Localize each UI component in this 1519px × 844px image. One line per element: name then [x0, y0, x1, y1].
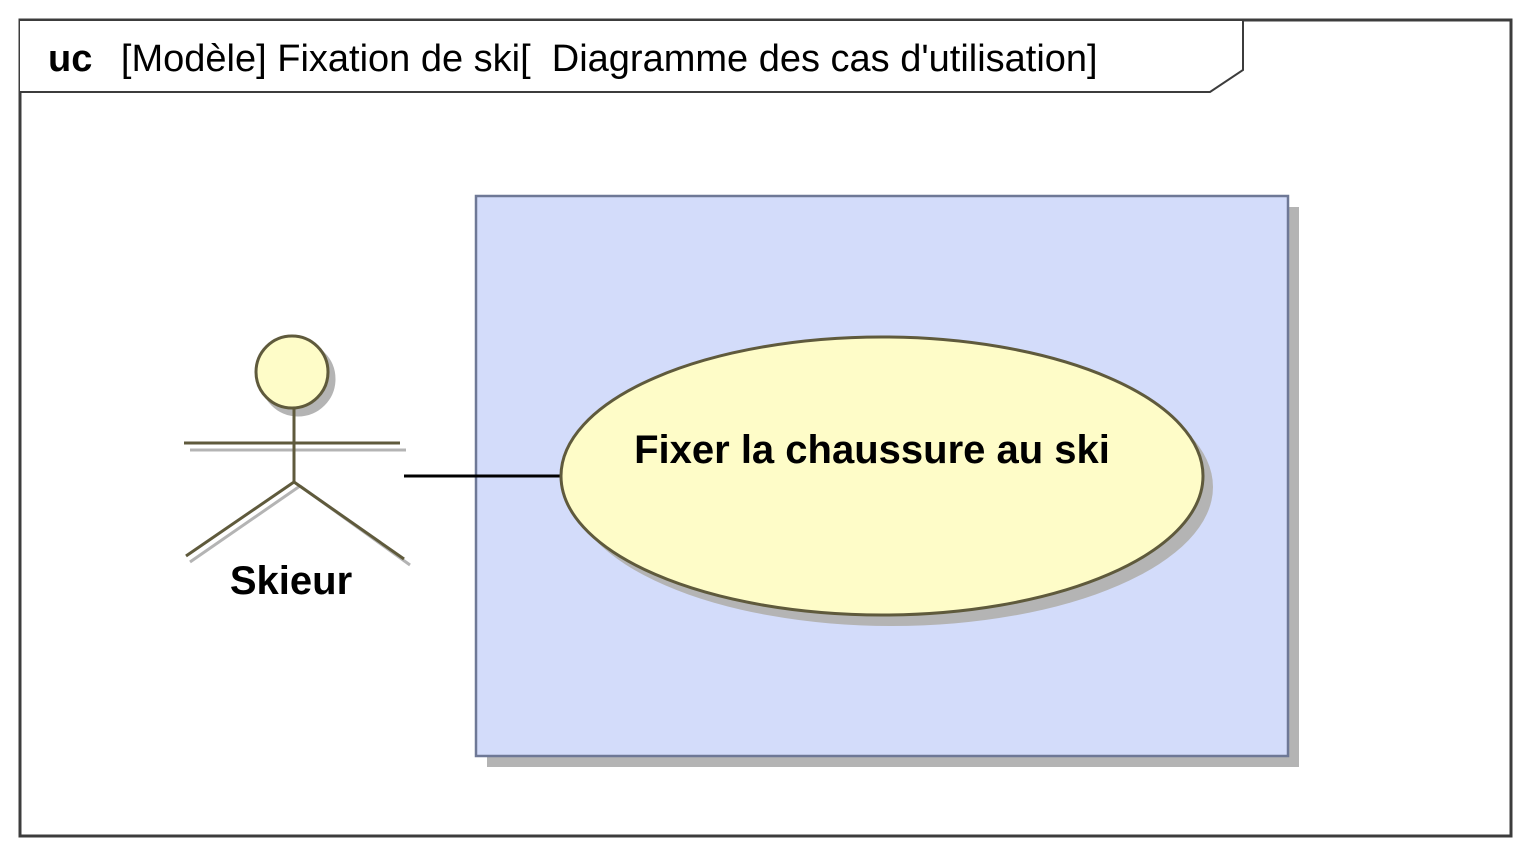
frame-header: uc [Modèle] Fixation de ski[ Diagramme d…: [48, 38, 1098, 80]
actor-right-leg: [293, 480, 405, 561]
frame-header-tab: [20, 19, 1244, 93]
actor-label: Skieur: [230, 559, 352, 603]
actor-left-leg: [185, 480, 295, 558]
use-case-ellipse: [559, 335, 1205, 617]
use-case-fixer-la-chaussure[interactable]: Fixer la chaussure au ski: [559, 335, 1213, 626]
use-case-label: Fixer la chaussure au ski: [634, 428, 1110, 472]
frame-kind: uc: [48, 38, 92, 80]
actor-head: [254, 334, 330, 410]
actor-skieur[interactable]: Skieur: [184, 334, 411, 603]
frame-title: [Modèle] Fixation de ski[ Diagramme des …: [121, 38, 1098, 80]
